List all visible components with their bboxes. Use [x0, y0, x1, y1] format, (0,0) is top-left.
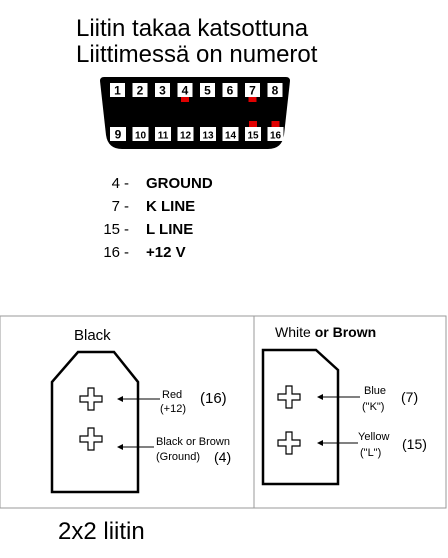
pin-1-label: 1: [114, 84, 121, 98]
left-bottom-label-1: Black or Brown: [156, 436, 230, 448]
left-cavity-bottom: [79, 427, 103, 451]
pin-row-l-line: 15-L LINE: [90, 220, 193, 240]
pin-row-k-line: 7-K LINE: [90, 197, 196, 217]
right-bottom-label-2: ("L"): [360, 447, 381, 459]
pin-13-label: 13: [202, 131, 214, 142]
pin-10-label: 10: [135, 131, 147, 142]
pin-8-label: 8: [272, 84, 279, 98]
left-cavity-top: [79, 387, 103, 411]
header-line-2: Liittimessä on numerot: [76, 41, 318, 68]
right-connector-shape: [261, 348, 340, 486]
pin-separator: -: [124, 198, 129, 215]
footer-caption: 2x2 liitin: [58, 518, 145, 545]
two-by-two-connector-diagram: Black Red (+12) (16) Black or Brown (Gro…: [0, 315, 447, 509]
pin-10-box: [132, 127, 149, 141]
pin-9-box: [110, 127, 126, 141]
pin-16-label: 16: [270, 131, 282, 142]
pin-5-box: [200, 83, 215, 97]
pin-14-box: [222, 127, 239, 141]
pin-7-label: 7: [249, 84, 256, 98]
right-top-pin: (7): [401, 389, 418, 405]
right-top-label-1: Blue: [364, 385, 386, 397]
pin-7-box: [245, 83, 260, 97]
pin-3-label: 3: [159, 84, 166, 98]
pin-13-box: [200, 127, 216, 141]
pin-5-label: 5: [204, 84, 211, 98]
pin-row-ground: 4-GROUND: [90, 174, 213, 194]
pin-row-plus12: 16-+12 V: [90, 243, 186, 263]
left-top-pin: (16): [200, 390, 227, 407]
pin-6-box: [222, 83, 238, 97]
pin-signal: +12 V: [146, 244, 186, 261]
pin-9-label: 9: [115, 128, 122, 142]
pin-signal: L LINE: [146, 221, 194, 238]
pin-signal: K LINE: [146, 198, 196, 215]
pin-2-box: [132, 83, 148, 97]
pin-12-label: 12: [180, 131, 192, 142]
right-cavity-bottom: [277, 431, 301, 455]
pin-6-label: 6: [227, 84, 234, 98]
pin-14-label: 14: [225, 131, 237, 142]
pin-separator: -: [124, 221, 129, 238]
panel-left-title: Black: [74, 327, 111, 344]
left-bottom-pin: (4): [214, 449, 231, 465]
pin-separator: -: [124, 244, 129, 261]
pin-15-label: 15: [247, 131, 259, 142]
obd-connector-body: [100, 77, 290, 149]
pin-16-highlight: [271, 121, 280, 127]
pin-15-box: [245, 127, 261, 141]
panel-right-title: White or Brown: [275, 324, 376, 340]
left-top-label-2: (+12): [160, 403, 186, 415]
right-bottom-label-1: Yellow: [358, 431, 389, 443]
right-cavity-top: [277, 385, 301, 409]
pin-15-highlight: [249, 121, 257, 127]
pin-16-box: [267, 127, 284, 141]
pin-number: 15: [103, 221, 120, 238]
pin-7-highlight: [248, 96, 257, 102]
left-connector-shape: [50, 350, 140, 494]
pin-signal: GROUND: [146, 175, 213, 192]
pin-8-box: [267, 83, 283, 97]
pin-4-label: 4: [182, 84, 189, 98]
pin-4-box: [177, 83, 193, 97]
pin-3-box: [155, 83, 170, 97]
left-top-label-1: Red: [162, 389, 182, 401]
right-top-label-2: ("K"): [362, 401, 384, 413]
pin-separator: -: [124, 175, 129, 192]
pin-number: 16: [103, 244, 120, 261]
pin-11-label: 11: [158, 131, 169, 142]
pin-11-box: [155, 127, 171, 141]
pin-12-box: [177, 127, 194, 141]
pin-2-label: 2: [137, 84, 144, 98]
pin-number: 7: [111, 198, 120, 215]
pin-1-box: [110, 83, 125, 97]
header-line-1: Liitin takaa katsottuna: [76, 15, 309, 42]
pin-number: 4: [111, 175, 120, 192]
pin-4-highlight: [181, 96, 189, 102]
right-bottom-pin: (15): [402, 436, 427, 452]
left-bottom-label-2: (Ground): [156, 451, 200, 463]
